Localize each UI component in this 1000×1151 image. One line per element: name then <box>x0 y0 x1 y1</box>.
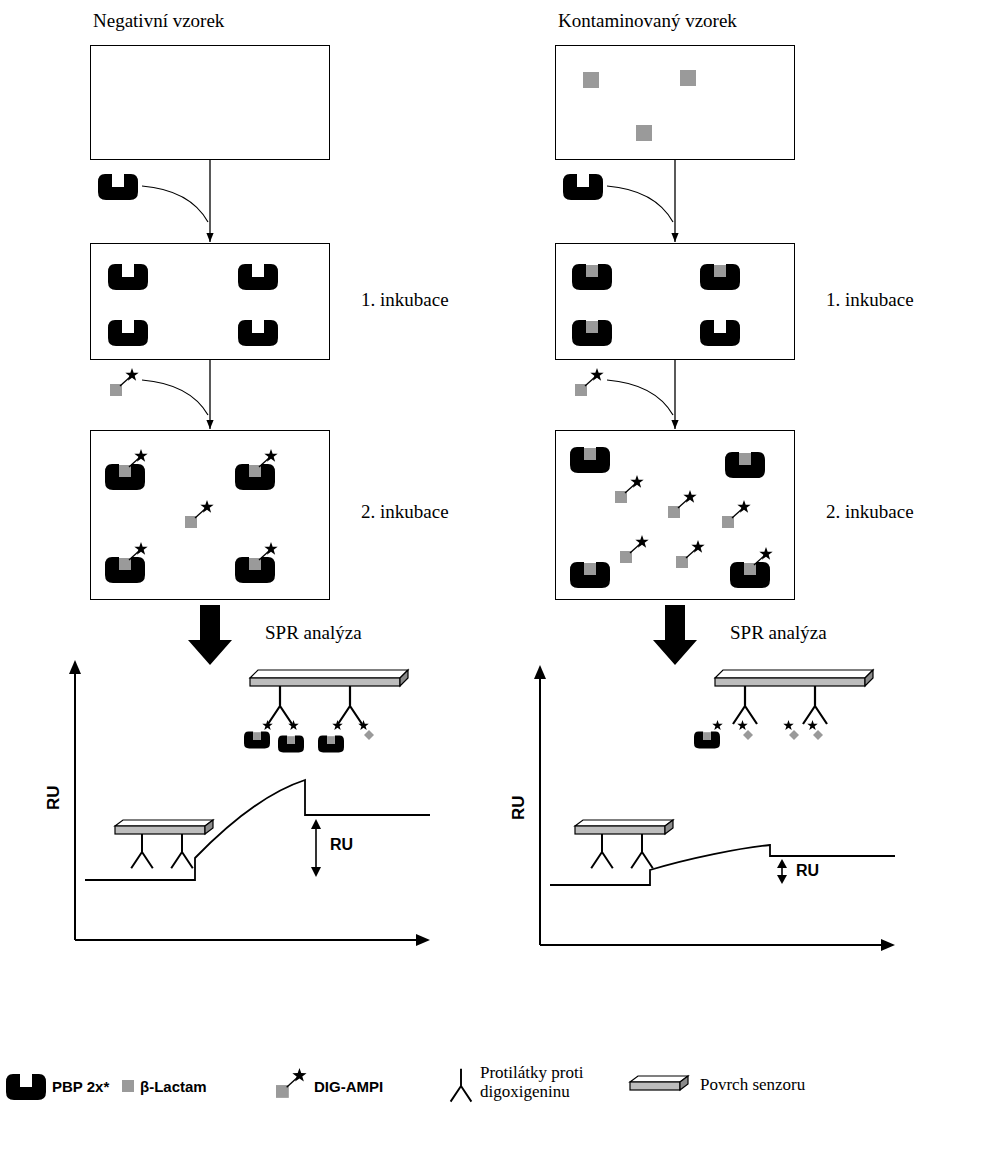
step-arrow <box>674 360 675 429</box>
panel-heading: 2. inkubace <box>361 501 449 523</box>
panel-heading: Negativní vzorek <box>93 10 224 32</box>
axis-label: RU <box>44 785 64 810</box>
axis-label: RU <box>328 836 355 854</box>
axis-label: RU <box>794 862 821 880</box>
step-arrow <box>209 160 210 242</box>
legend-text: DIG-AMPI <box>314 1078 383 1095</box>
step-label: SPR analýza <box>265 622 362 644</box>
legend-text: PBP 2x* <box>52 1078 109 1095</box>
axis-label: RU <box>509 795 529 820</box>
sample-panel: 1. inkubace <box>90 243 330 360</box>
panel-heading: 2. inkubace <box>826 501 914 523</box>
panel-heading: 1. inkubace <box>826 289 914 311</box>
panel-heading: 1. inkubace <box>361 289 449 311</box>
sample-panel: Negativní vzorek <box>90 45 330 160</box>
step-arrow <box>209 360 210 429</box>
panel-heading: Kontaminovaný vzorek <box>558 10 737 32</box>
legend-text: Protilátky proti digoxigeninu <box>480 1064 620 1101</box>
step-arrow <box>674 160 675 242</box>
sample-panel: 1. inkubace <box>555 243 795 360</box>
step-label: SPR analýza <box>730 622 827 644</box>
legend-text: β-Lactam <box>140 1078 207 1095</box>
sample-panel: Kontaminovaný vzorek <box>555 45 795 160</box>
sample-panel: 2. inkubace <box>555 430 795 600</box>
sample-panel: 2. inkubace <box>90 430 330 600</box>
legend-text: Povrch senzoru <box>700 1076 805 1095</box>
